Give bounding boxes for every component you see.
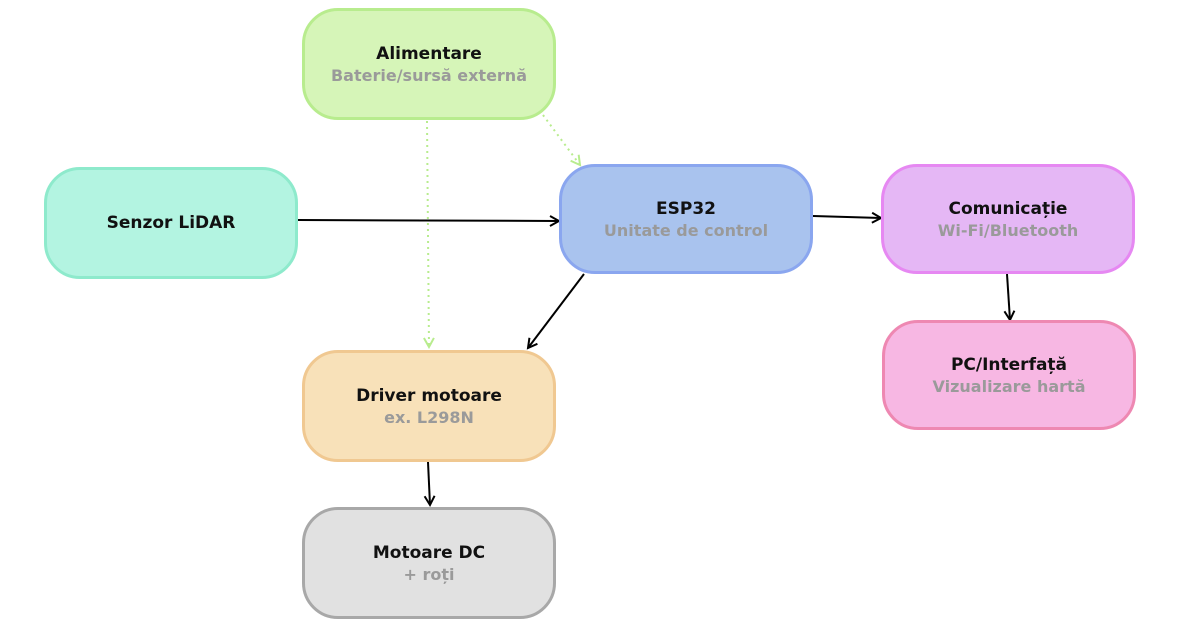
edge-alimentare-driver (427, 120, 429, 347)
edge-lidar-esp32 (297, 220, 559, 221)
edge-alimentare-esp32 (542, 114, 580, 165)
node-lidar-title: Senzor LiDAR (106, 213, 236, 233)
node-pc-interfata: PC/Interfață Vizualizare hartă (882, 320, 1136, 430)
node-motoare-dc: Motoare DC + roți (302, 507, 556, 619)
node-alimentare: Alimentare Baterie/sursă externă (302, 8, 556, 120)
node-motoare-subtitle: + roți (403, 564, 455, 584)
node-driver-title: Driver motoare (356, 385, 502, 406)
node-alimentare-subtitle: Baterie/sursă externă (330, 65, 527, 85)
node-driver-motoare: Driver motoare ex. L298N (302, 350, 556, 462)
node-comunicatie-title: Comunicație (948, 198, 1068, 219)
node-motoare-title: Motoare DC (372, 542, 486, 563)
node-pc-title: PC/Interfață (950, 354, 1068, 375)
node-senzor-lidar: Senzor LiDAR (44, 167, 298, 279)
edge-esp32-driver (528, 273, 585, 348)
node-pc-subtitle: Vizualizare hartă (932, 376, 1086, 396)
node-alimentare-title: Alimentare (376, 43, 482, 64)
edge-comunicatie-pc (1007, 273, 1010, 320)
node-esp32-title: ESP32 (656, 198, 716, 219)
node-esp32: ESP32 Unitate de control (559, 164, 813, 274)
edge-esp32-comunicatie (812, 216, 881, 218)
node-esp32-subtitle: Unitate de control (603, 220, 769, 240)
node-driver-subtitle: ex. L298N (384, 407, 474, 427)
edge-driver-motoare (428, 461, 430, 505)
node-comunicatie: Comunicație Wi-Fi/Bluetooth (881, 164, 1135, 274)
node-comunicatie-subtitle: Wi-Fi/Bluetooth (937, 220, 1079, 240)
